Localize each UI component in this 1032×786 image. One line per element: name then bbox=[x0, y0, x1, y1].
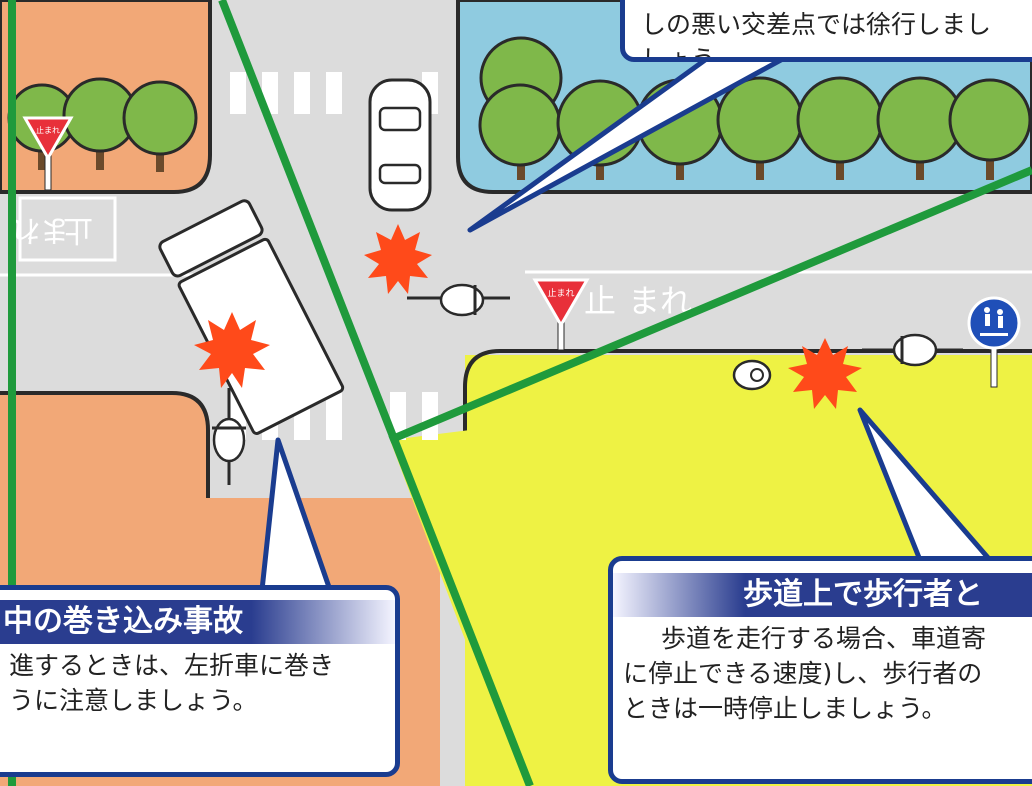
divider-line-right bbox=[388, 166, 1032, 444]
road-marking-left-1: 止 bbox=[63, 212, 93, 247]
callout-right: 歩道上で歩行者と 歩道を走行する場合、車道寄 に停止できる速度)し、歩行者の と… bbox=[608, 556, 1032, 784]
callout-left-line-2: うに注意しましょう。 bbox=[9, 686, 258, 715]
bicycle-center bbox=[407, 283, 510, 317]
bike-pedestrian-sign bbox=[967, 296, 1021, 388]
stop-sign-right-text: 止まれ bbox=[547, 287, 574, 299]
callout-right-body: 歩道を走行する場合、車道寄 に停止できる速度)し、歩行者の ときは一時停止しまし… bbox=[613, 617, 1032, 726]
bicycle-left bbox=[212, 388, 246, 485]
callout-right-title: 歩道上で歩行者と bbox=[613, 573, 1032, 617]
crash-burst-right bbox=[788, 338, 862, 409]
callout-left-title: 中の巻き込み事故 bbox=[0, 600, 395, 644]
callout-top: しの悪い交差点では徐行しまし しょう。 bbox=[620, 0, 1032, 62]
callout-right-line-3: ときは一時停止しましょう。 bbox=[623, 694, 947, 723]
road-marking-right-1: 止 bbox=[584, 282, 616, 320]
block-bottom-right-curb bbox=[463, 349, 1032, 500]
callout-right-line-1: 歩道を走行する場合、車道寄 bbox=[661, 624, 987, 653]
block-bottom-left-curb bbox=[0, 391, 210, 500]
car bbox=[368, 78, 432, 212]
block-bottom-left bbox=[0, 393, 208, 500]
callout-left-body: 進するときは、左折車に巻き うに注意しましょう。 bbox=[0, 644, 395, 718]
bicycle-right bbox=[862, 333, 963, 367]
callout-top-line-1: しの悪い交差点では徐行しまし bbox=[641, 10, 992, 39]
stop-line-frame-left bbox=[18, 196, 117, 262]
callout-top-line-2: しょう。 bbox=[641, 45, 740, 62]
crash-burst-left bbox=[194, 312, 270, 388]
divider-line-diagonal bbox=[218, 0, 534, 786]
crash-burst-top bbox=[364, 224, 432, 294]
callout-top-body: しの悪い交差点では徐行しまし しょう。 bbox=[625, 0, 1032, 62]
callout-left: 中の巻き込み事故 進するときは、左折車に巻き うに注意しましょう。 bbox=[0, 585, 400, 777]
tree-row-right bbox=[478, 36, 1032, 180]
callout-right-line-2: に停止できる速度)し、歩行者の bbox=[623, 659, 983, 688]
bicycle-pedestrian-icon bbox=[980, 307, 1008, 336]
pedestrian bbox=[732, 359, 772, 391]
road-marking-left-2: まれ bbox=[10, 212, 70, 247]
stop-sign-right: 止まれ bbox=[532, 278, 590, 351]
callout-left-line-1: 進するときは、左折車に巻き bbox=[9, 651, 335, 680]
stop-sign-left-text: 止まれ bbox=[36, 125, 60, 135]
stop-sign-left: 止まれ bbox=[22, 116, 74, 191]
